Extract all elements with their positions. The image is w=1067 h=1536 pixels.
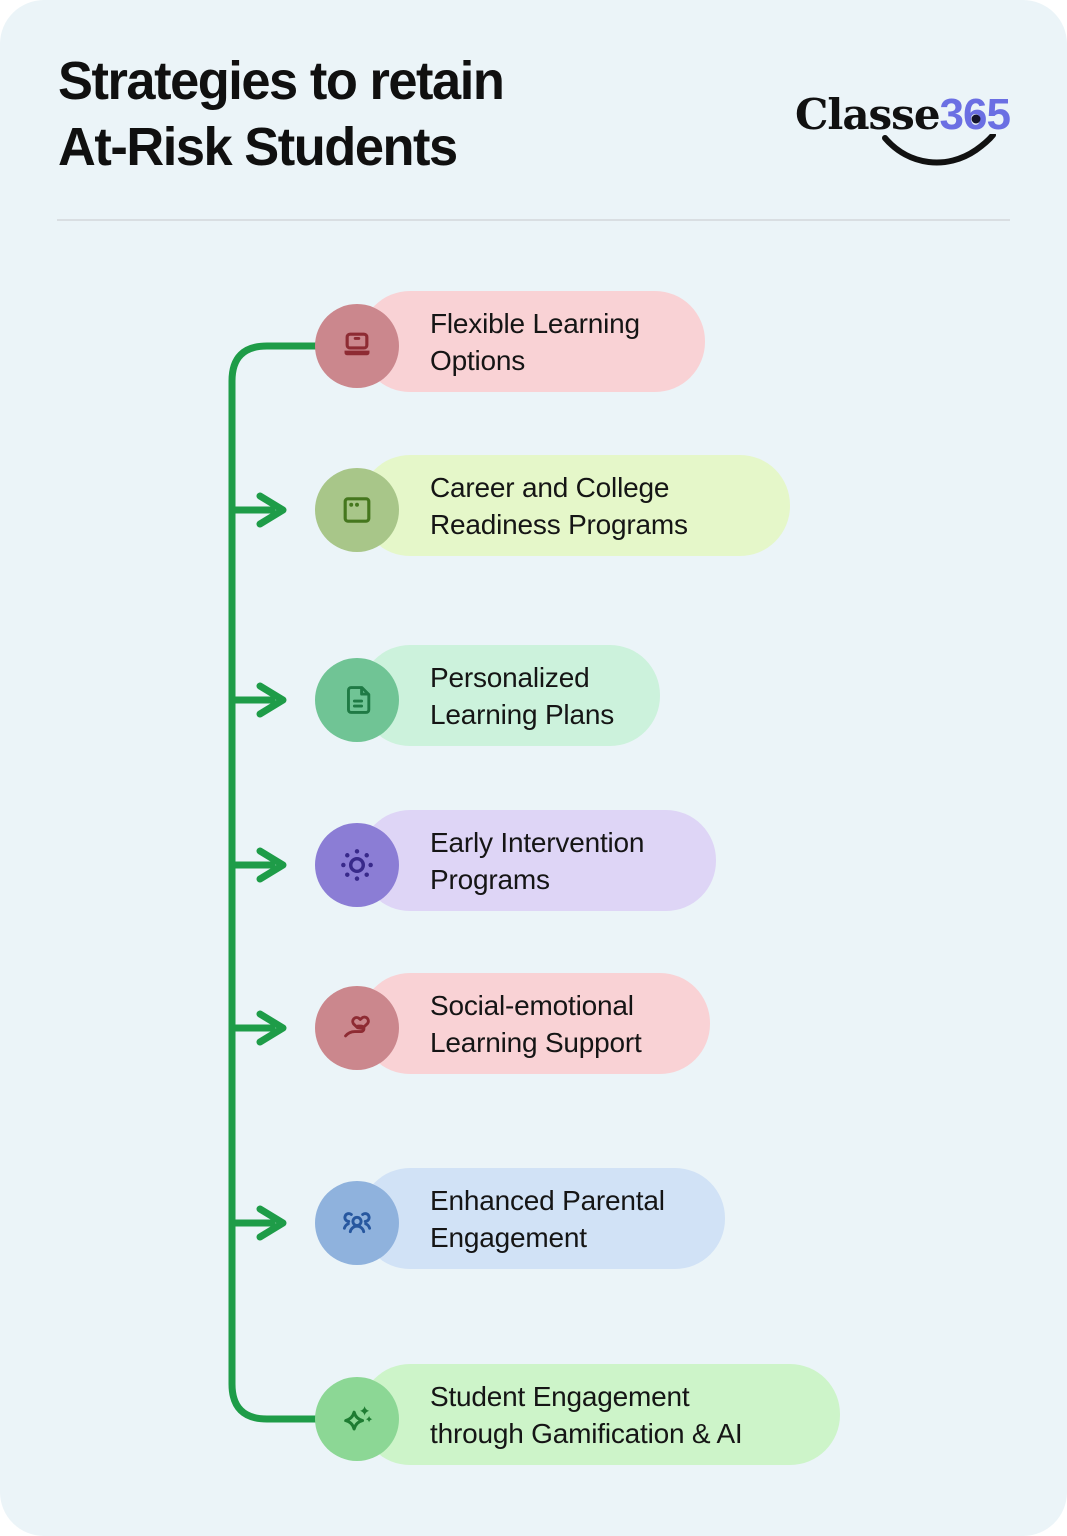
- strategy-label: Career and College Readiness Programs: [430, 471, 688, 540]
- strategy-label: Social-emotional Learning Support: [430, 989, 642, 1058]
- strategy-pill: [360, 291, 705, 392]
- strategy-pill: [360, 455, 790, 556]
- sun-icon: [315, 823, 399, 907]
- strategy-pill: [360, 645, 660, 746]
- strategy-pill: [360, 1168, 725, 1269]
- strategy-label: Flexible Learning Options: [430, 307, 640, 376]
- strategy-pill: [360, 973, 710, 1074]
- hand-heart-icon: [315, 986, 399, 1070]
- people-group-icon: [315, 1181, 399, 1265]
- document-icon: [315, 658, 399, 742]
- strategy-label: Early Intervention Programs: [430, 826, 645, 895]
- strategy-label: Enhanced Parental Engagement: [430, 1184, 665, 1253]
- logo-smile-icon: [881, 134, 996, 166]
- strategy-label: Personalized Learning Plans: [430, 661, 614, 730]
- strategy-pill: [360, 1364, 840, 1465]
- strategy-pill: [360, 810, 716, 911]
- sparkles-icon: [315, 1377, 399, 1461]
- header-divider: [57, 219, 1010, 221]
- page-title: Strategies to retain At-Risk Students: [58, 51, 505, 177]
- logo-six-dot: [971, 114, 981, 124]
- browser-window-icon: [315, 468, 399, 552]
- logo-wordmark: Classe: [794, 90, 941, 139]
- strategy-label: Student Engagement through Gamification …: [430, 1380, 743, 1449]
- logo-digits: 365: [939, 90, 1011, 139]
- classe365-logo: Classe 365: [794, 90, 1011, 170]
- laptop-icon: [315, 304, 399, 388]
